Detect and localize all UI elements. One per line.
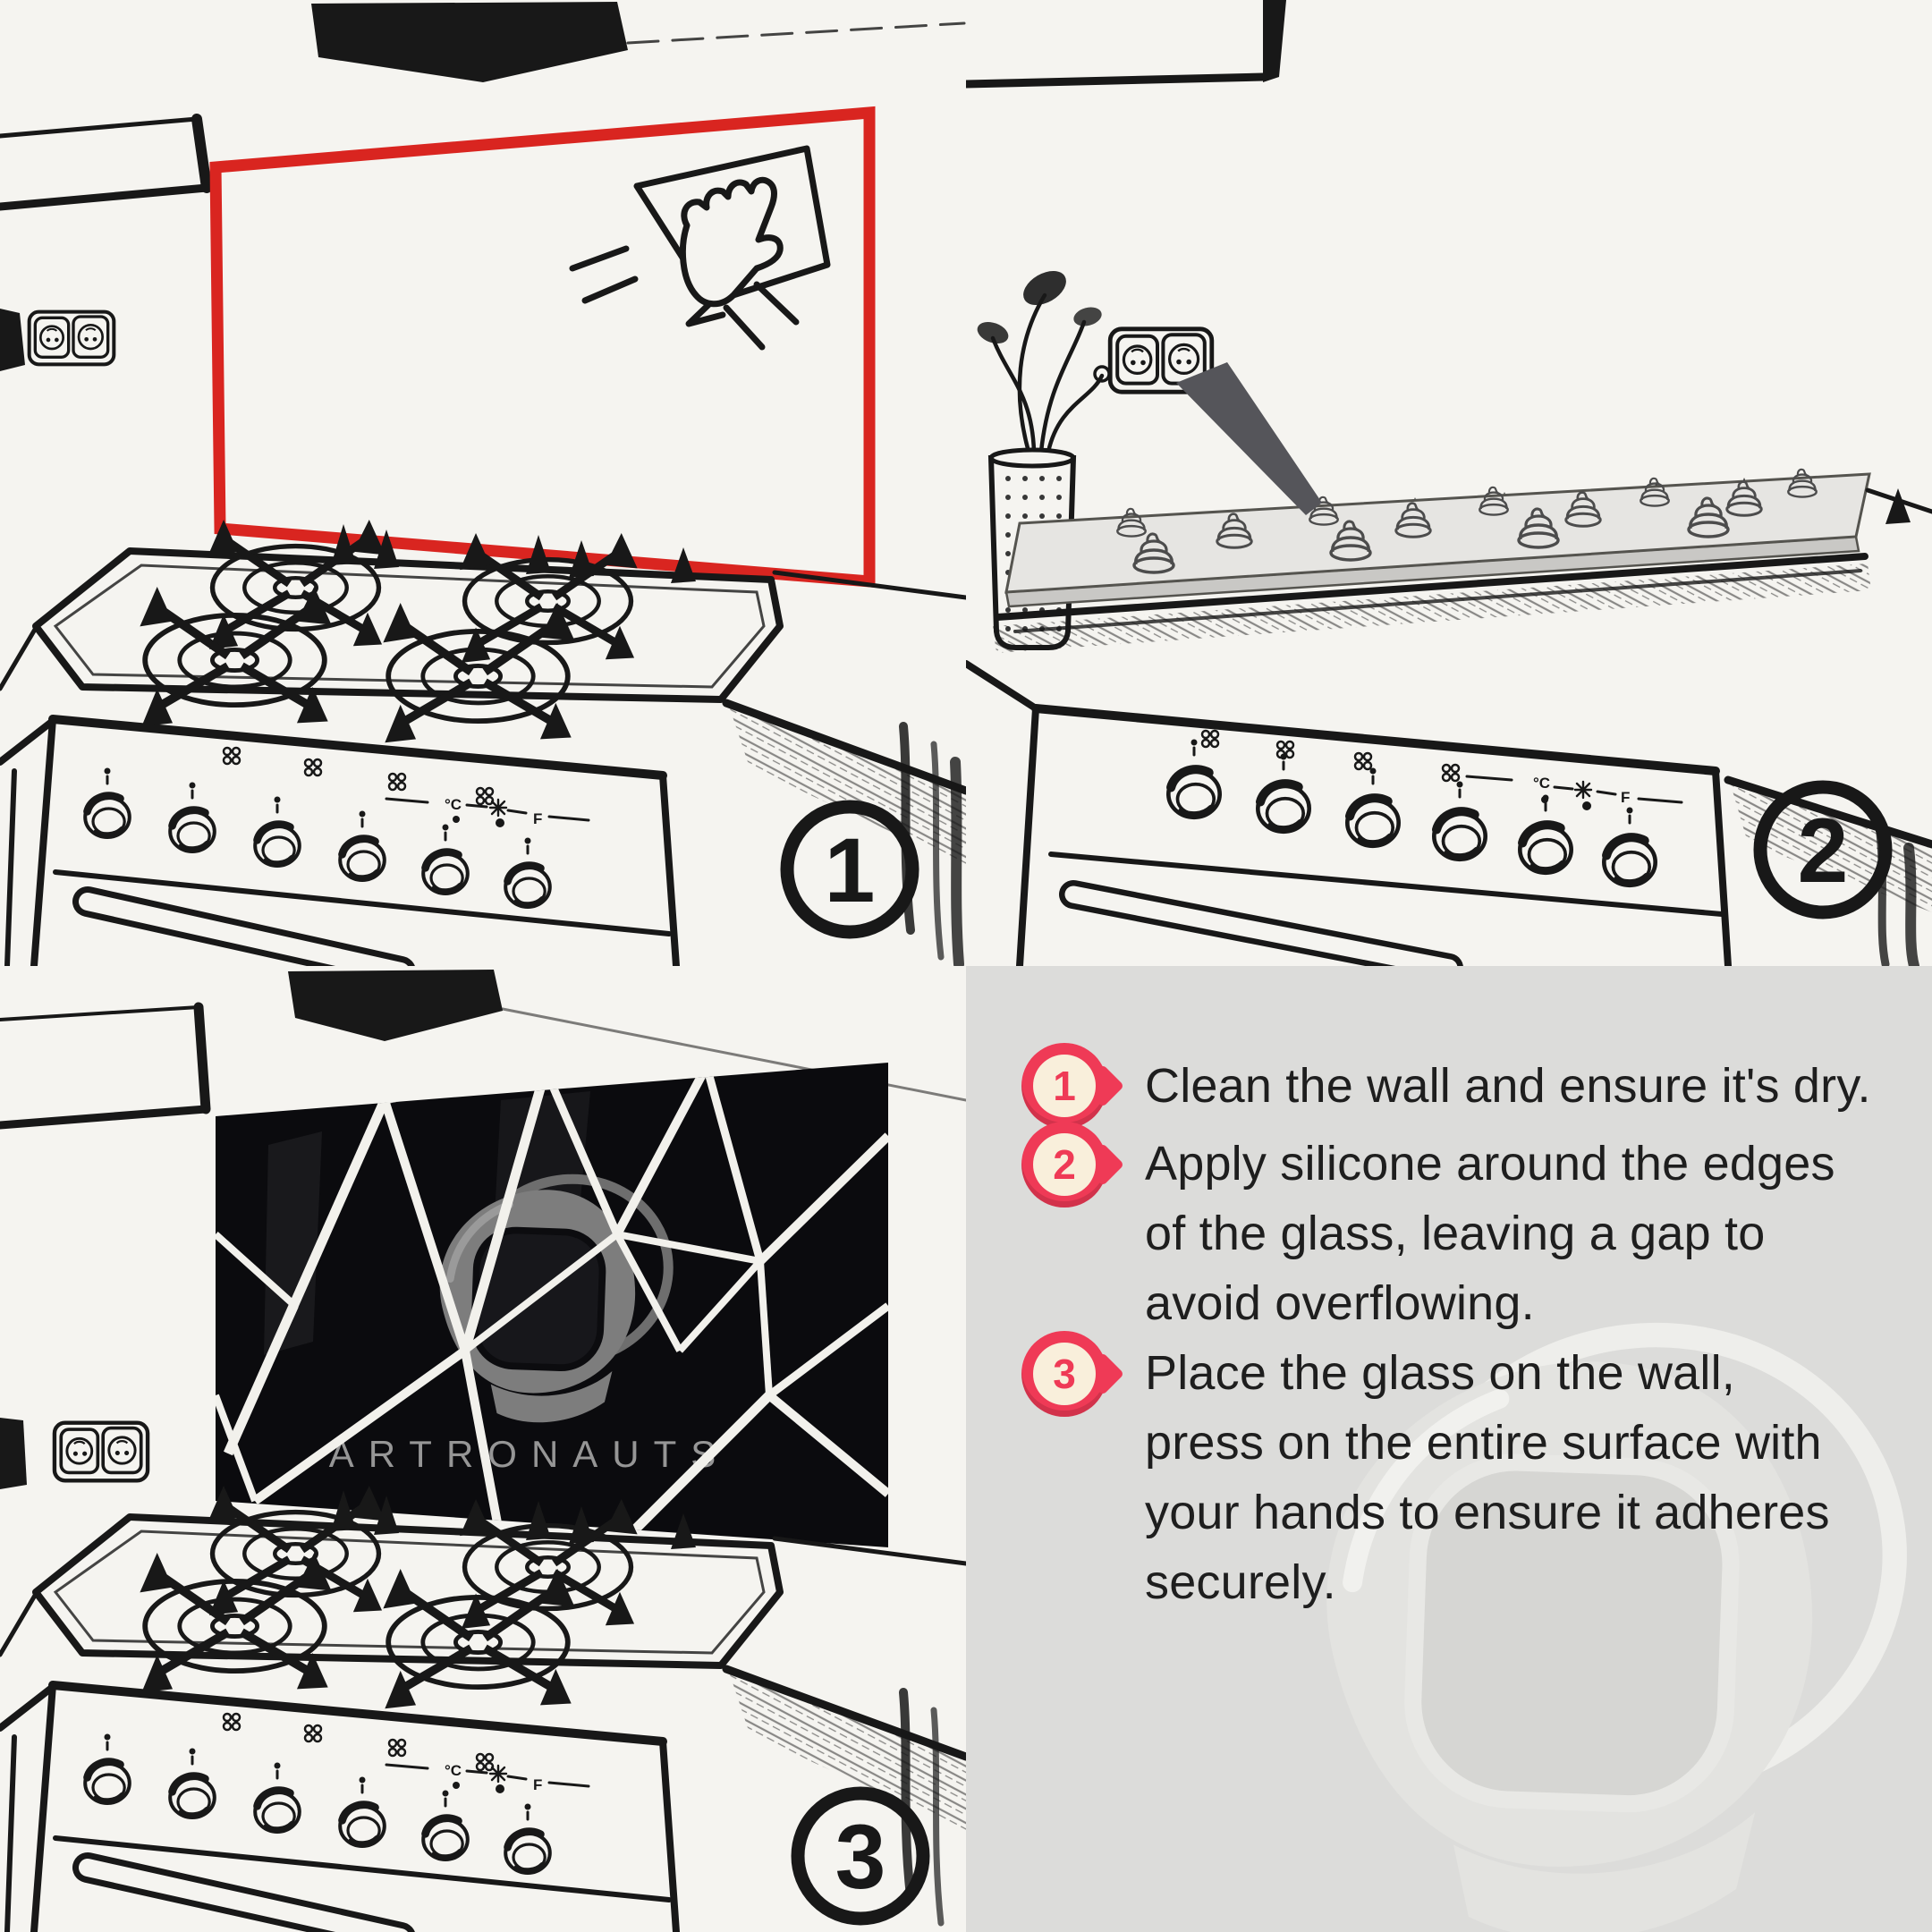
stove-knob — [255, 1791, 300, 1832]
instruction-step-3: 3 Place the glass on the wall, press on … — [1021, 1331, 1896, 1617]
oven-light-icon — [488, 798, 508, 818]
gas-hob — [32, 520, 784, 742]
kitchen-counter — [0, 570, 966, 966]
step-pin-number: 3 — [1033, 1343, 1096, 1405]
stove-knob — [255, 825, 300, 866]
fuel-label: F — [533, 810, 542, 827]
step-badge: 2 — [1753, 780, 1893, 919]
step1-panel: °C F — [0, 0, 966, 966]
power-outlet-icon — [30, 312, 114, 365]
control-panel: °C F — [222, 1712, 590, 1793]
knob-row — [85, 1733, 550, 1874]
glass-splashback: ARTRONAUTS — [216, 1063, 888, 1547]
temp-label: °C — [445, 796, 462, 813]
grate-tips — [331, 524, 696, 583]
stove-knob — [340, 1805, 385, 1846]
stove-knob — [1347, 798, 1398, 846]
stove-front: °C F — [1016, 704, 1732, 966]
fuel-label: F — [1621, 789, 1630, 806]
wall-cabinet-icon — [0, 1002, 211, 1130]
gas-hob — [32, 1486, 784, 1708]
stove-knob — [505, 1832, 550, 1873]
stove-knob — [170, 810, 215, 852]
stove-knob — [170, 1776, 215, 1818]
stove-knob — [505, 866, 550, 907]
stove-knob — [423, 852, 468, 894]
stove-knob — [1258, 784, 1309, 832]
step-text: Apply silicone around the edges of the g… — [1145, 1137, 1835, 1330]
kitchen-counter — [0, 1536, 966, 1932]
temp-label: °C — [1533, 775, 1550, 792]
step2-panel: °C F — [966, 0, 1932, 966]
step-text: Clean the wall and ensure it's dry. — [1145, 1059, 1871, 1113]
stove-knob — [1520, 825, 1571, 873]
oven-handle — [79, 893, 408, 966]
grate-tips — [331, 1490, 696, 1549]
stove-knob — [1604, 837, 1655, 886]
stove-knob — [85, 1762, 130, 1803]
glass-reflection — [264, 1131, 322, 1355]
step-text: Place the glass on the wall, press on th… — [1145, 1346, 1830, 1609]
step-badge-number: 2 — [1798, 800, 1849, 902]
power-outlet-icon — [55, 1423, 148, 1481]
brand-wordmark: ARTRONAUTS — [329, 1433, 731, 1475]
step-badge: 3 — [791, 1786, 930, 1926]
oven-door — [1048, 852, 1724, 966]
step-pin-number: 2 — [1033, 1133, 1096, 1196]
wall-cabinet-icon — [0, 114, 212, 211]
kitchen-sketch-step2: °C F — [966, 0, 1932, 966]
knob-row — [1168, 739, 1655, 886]
step3-panel: ARTRONAUTS — [0, 966, 966, 1932]
step-badge-number: 1 — [825, 819, 876, 921]
step-pin-icon: 2 — [1021, 1122, 1125, 1208]
stove-knob — [1168, 769, 1219, 818]
wall-cabinet-icon — [966, 0, 1286, 89]
range-hood-icon — [311, 2, 966, 82]
oven-handle — [79, 1859, 408, 1932]
stove-front: °C F — [30, 1681, 680, 1932]
caulk-nozzle-icon — [1176, 362, 1322, 515]
stove-knob — [85, 796, 130, 837]
step-badge-number: 3 — [835, 1806, 886, 1908]
glass-panel-with-silicone — [1004, 362, 1871, 608]
stove-knob — [340, 839, 385, 880]
control-panel: °C F — [1200, 729, 1683, 810]
instruction-step-1: 1 Clean the wall and ensure it's dry. — [1021, 1043, 1896, 1129]
instructions-panel: 1 Clean the wall and ensure it's dry. 2 … — [966, 966, 1932, 1932]
stove-knob — [1434, 811, 1485, 860]
fuel-label: F — [533, 1776, 542, 1793]
oven-handle — [1064, 886, 1458, 966]
gas-hob-rim — [993, 553, 1871, 653]
wipe-hand-icon — [569, 145, 831, 351]
step-badge: 1 — [780, 800, 919, 939]
oven-door — [53, 869, 672, 966]
range-hood-icon — [288, 970, 966, 1102]
step-pin-icon: 3 — [1021, 1331, 1125, 1417]
instruction-step-2: 2 Apply silicone around the edges of the… — [1021, 1122, 1896, 1338]
door-frame-sketch — [0, 1418, 27, 1489]
marked-wall-area — [209, 106, 876, 589]
kitchen-sketch-step3: ARTRONAUTS — [0, 966, 966, 1932]
oven-light-icon — [488, 1764, 508, 1784]
oven-light-icon — [1573, 780, 1593, 800]
control-panel: °C F — [222, 746, 590, 827]
door-frame-sketch — [0, 309, 25, 371]
kitchen-sketch-step1: °C F — [0, 0, 966, 966]
stove-front: °C F — [30, 715, 680, 966]
stove-knob — [423, 1818, 468, 1860]
step-pin-icon: 1 — [1021, 1043, 1125, 1129]
temp-label: °C — [445, 1762, 462, 1779]
step-pin-number: 1 — [1033, 1055, 1096, 1117]
oven-door — [53, 1835, 672, 1932]
knob-row — [85, 767, 550, 908]
